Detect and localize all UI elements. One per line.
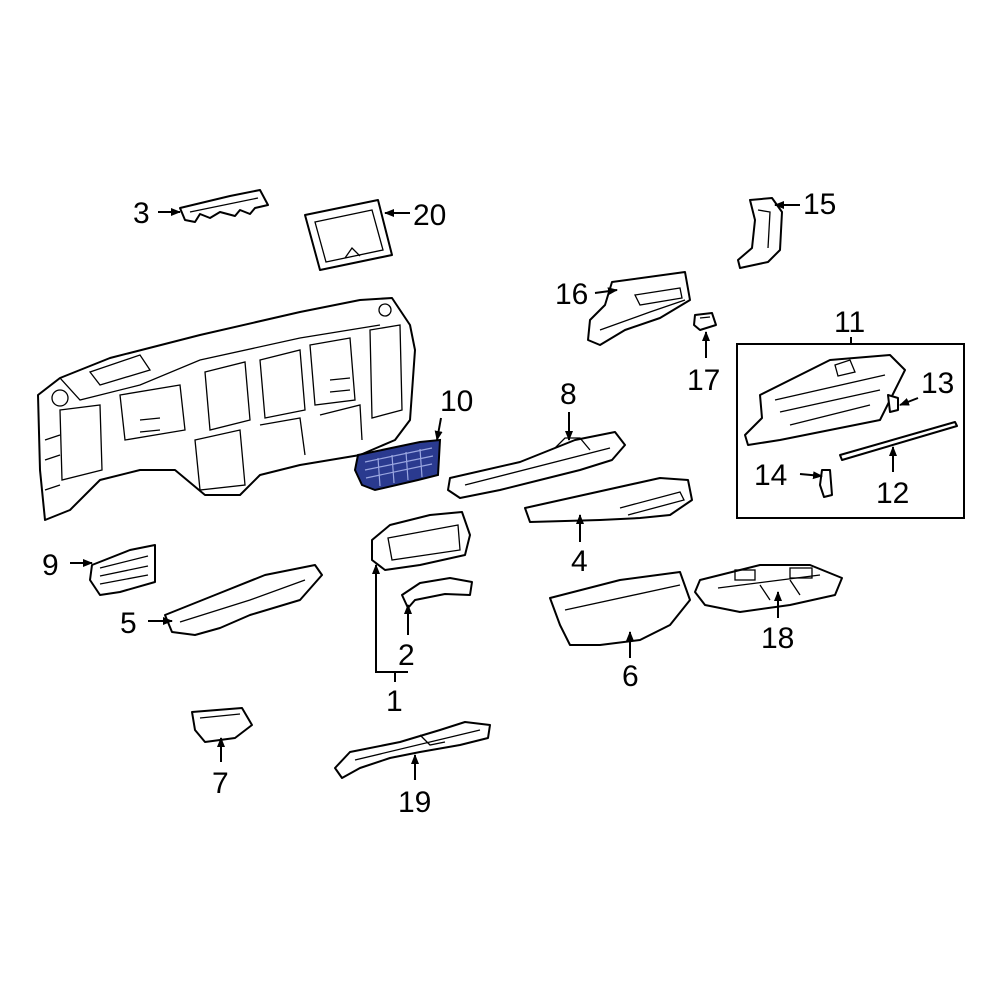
instrument-panel-frame (37, 297, 416, 521)
callout-12: 12 (876, 477, 909, 510)
callout-3: 3 (133, 197, 150, 230)
callout-2: 2 (398, 639, 415, 672)
callout-9: 9 (42, 549, 59, 582)
part-7-bracket (191, 707, 253, 743)
part-4-dash-strip (524, 477, 693, 523)
callout-14: 14 (754, 459, 787, 492)
callout-13: 13 (921, 367, 954, 400)
callout-16: 16 (555, 278, 588, 311)
part-19-reinforcement (334, 721, 491, 779)
leader-1-bracket (375, 565, 408, 673)
callout-4: 4 (571, 545, 588, 578)
part-16-side-panel (587, 271, 691, 346)
part-14-latch (819, 469, 833, 498)
leader-14 (799, 471, 823, 480)
callout-18: 18 (761, 622, 794, 655)
callout-19: 19 (398, 786, 431, 819)
part-2-cluster-bezel (401, 577, 473, 609)
part-1-cluster-housing (371, 511, 471, 571)
part-15-trim (737, 197, 783, 269)
leader-13 (899, 397, 919, 406)
leader-lines (70, 201, 919, 780)
callout-7: 7 (212, 767, 229, 800)
callout-11: 11 (834, 306, 865, 339)
callout-15: 15 (803, 188, 836, 221)
callout-17: 17 (687, 364, 720, 397)
callout-5: 5 (120, 607, 137, 640)
callout-20: 20 (413, 199, 446, 232)
leader-16 (594, 287, 618, 296)
part-12-seal-strip (839, 421, 958, 461)
part-3-bracket (179, 189, 269, 223)
part-10-center-vent-highlighted (353, 438, 442, 492)
part-11-glove-box (744, 354, 906, 446)
part-18-tray (694, 564, 843, 613)
part-17-clip (693, 312, 717, 331)
callout-8: 8 (560, 378, 577, 411)
part-20-display (304, 199, 393, 271)
callout-10: 10 (440, 385, 473, 418)
part-6-glove-door-panel (549, 571, 691, 646)
callout-1: 1 (386, 685, 403, 718)
part-9-side-vent (89, 544, 156, 596)
callout-6: 6 (622, 660, 639, 693)
leader-10 (434, 417, 443, 441)
callout-labels: 3 20 15 16 17 11 13 12 14 10 8 4 9 5 2 1… (42, 188, 954, 819)
part-13-bumper (887, 394, 899, 413)
part-5-lower-trim (164, 564, 323, 636)
part-8-center-trim (447, 431, 626, 499)
